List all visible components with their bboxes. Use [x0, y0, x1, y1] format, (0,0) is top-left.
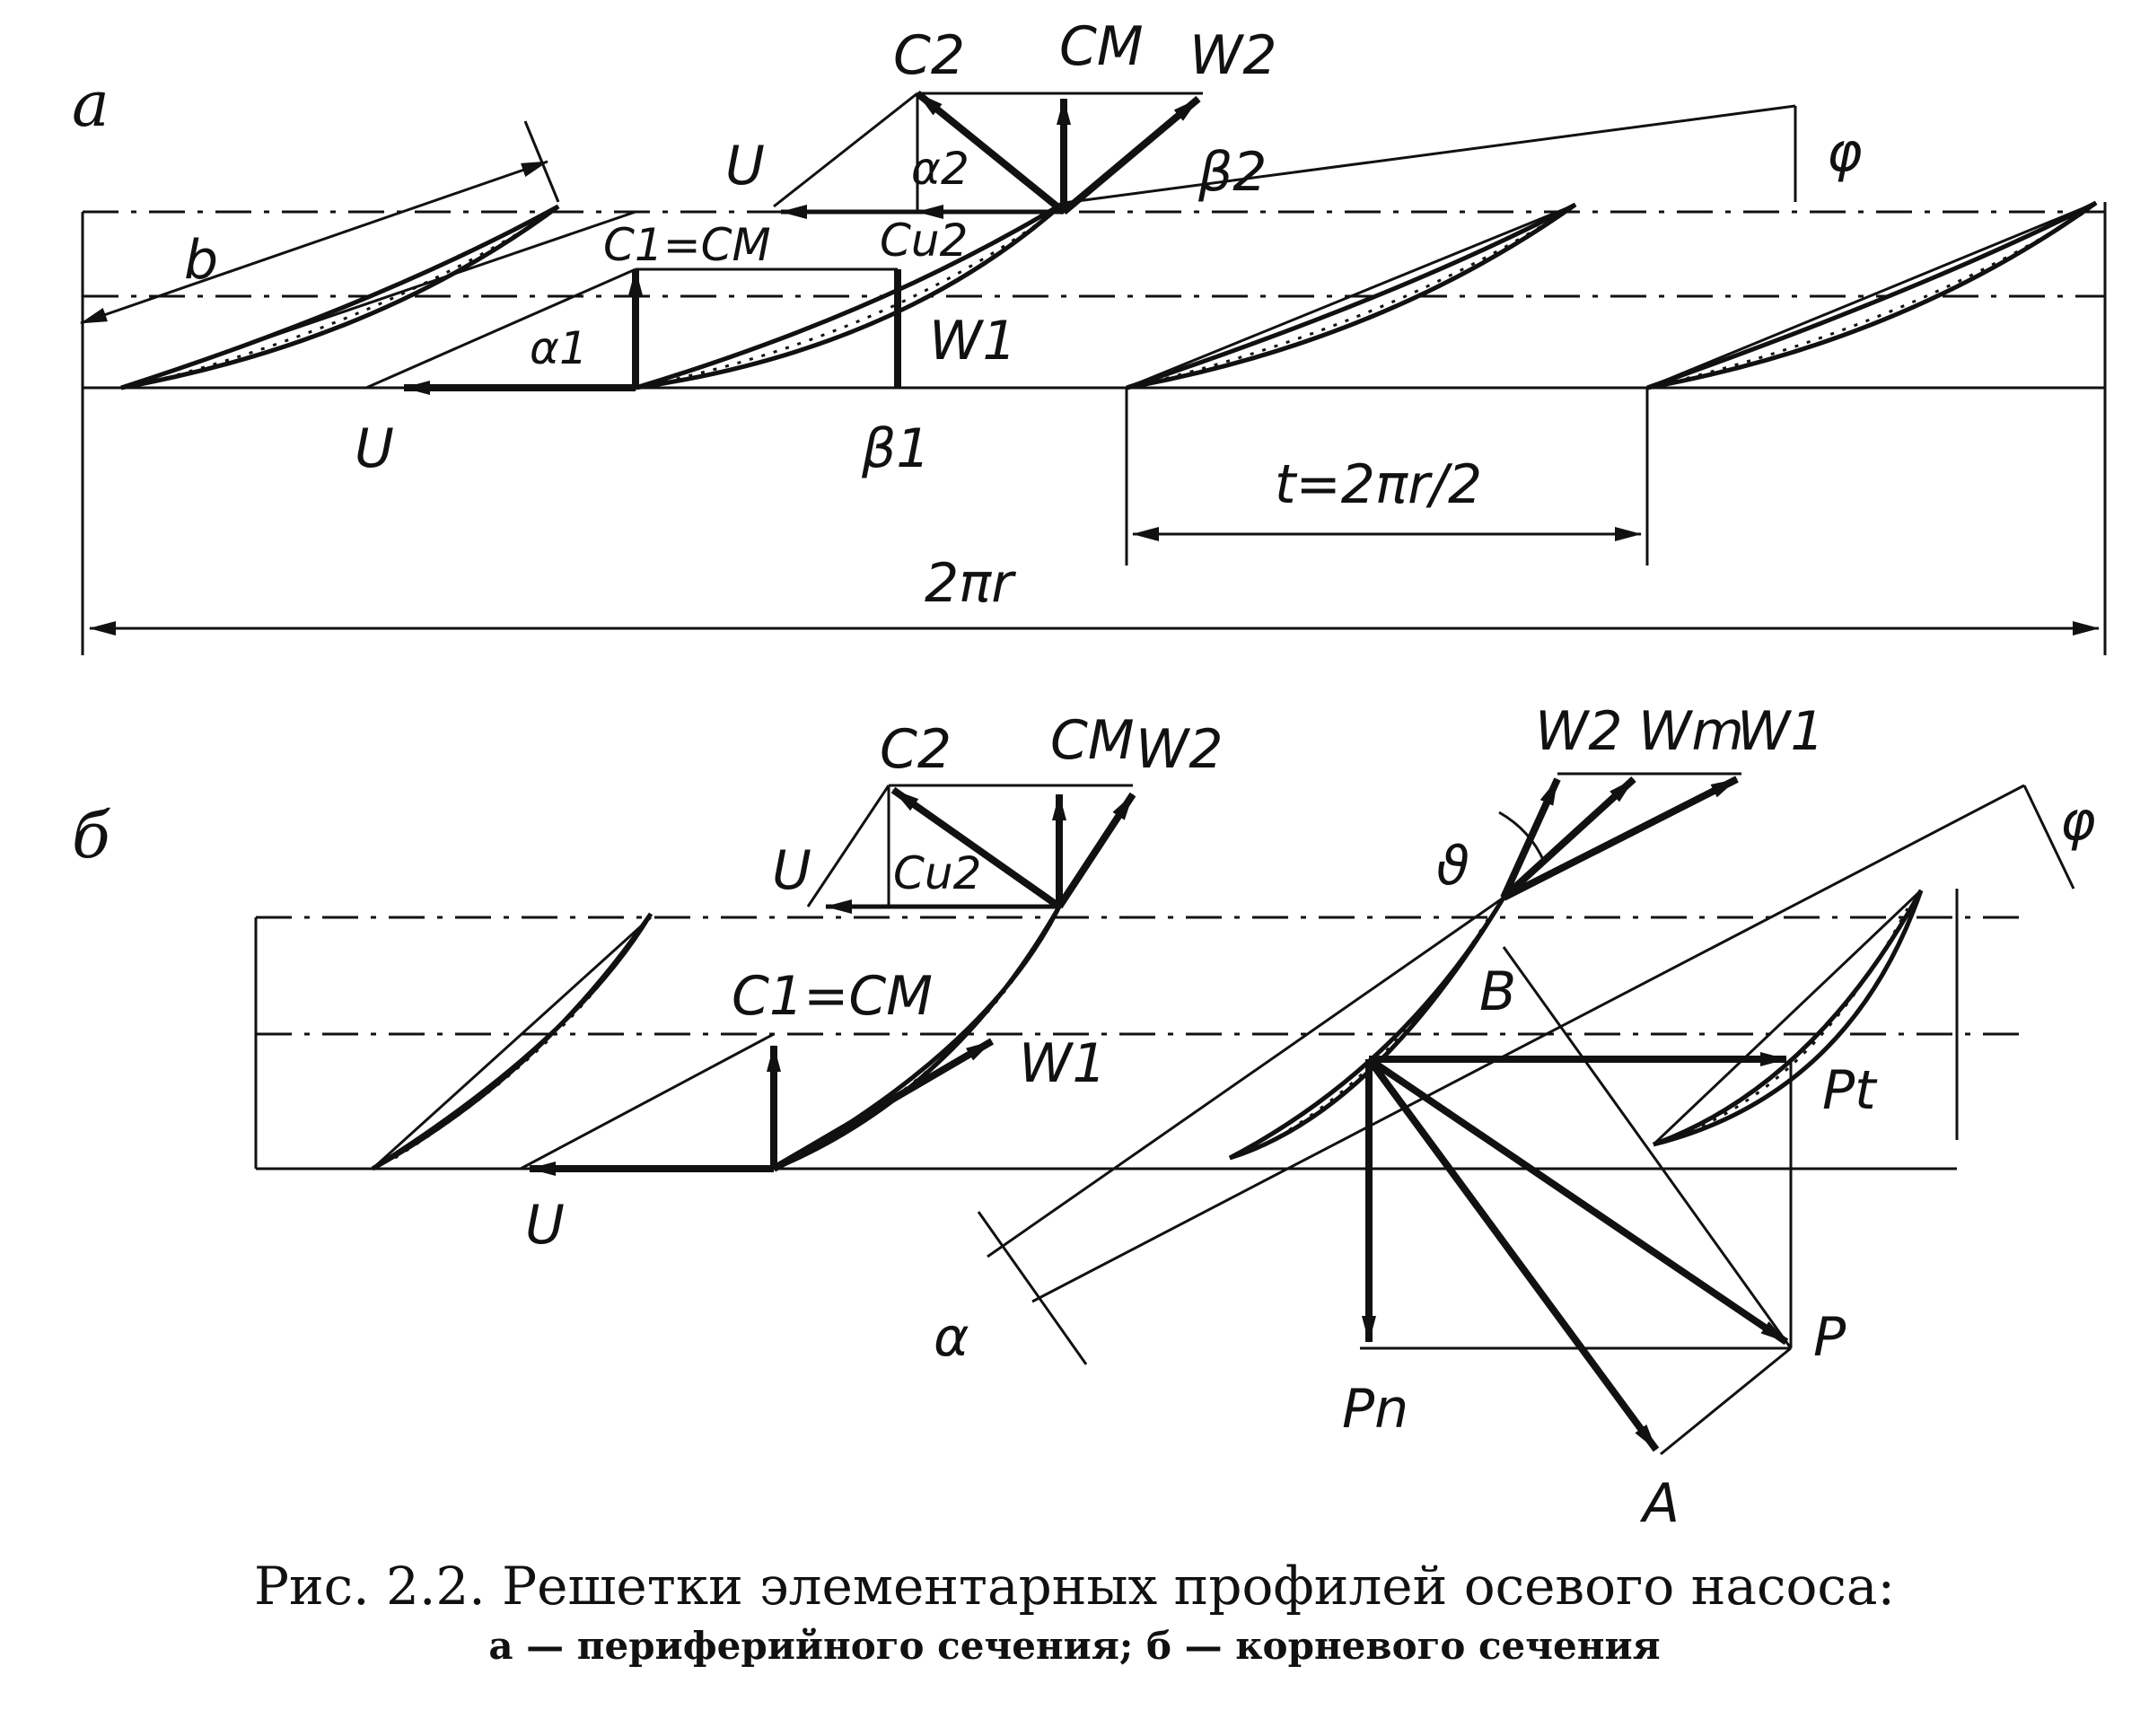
a-w2-vector	[1061, 95, 1201, 215]
caption-subtitle: а — периферийного сечения; б — корневого…	[488, 1624, 1661, 1668]
a-chord-line-3	[1126, 203, 1576, 390]
b-phi-line	[1031, 784, 2025, 1303]
b-label-w1-relative: W1	[1737, 700, 1825, 763]
b-label-pn: Pn	[1342, 1378, 1408, 1441]
b-label-alpha: α	[934, 1306, 969, 1369]
a-label-cu2: Cu2	[880, 215, 968, 267]
b-label-w1: W1	[1019, 1032, 1107, 1095]
b-label-a-point: A	[1639, 1472, 1680, 1535]
a-label-w1: W1	[929, 310, 1017, 373]
b-theta-angle-marker	[1498, 811, 1546, 863]
b-label-w2: W2	[1136, 718, 1224, 781]
a-label-b: b	[184, 229, 218, 292]
a-label-alpha2: α2	[911, 143, 969, 195]
b-label-c2: C2	[880, 718, 952, 781]
a-label-beta2: β2	[1197, 141, 1267, 204]
b-label-c1-cm: C1=CM	[732, 965, 933, 1028]
a-label-c1-cm: C1=CM	[603, 219, 771, 271]
b-label-b-point: B	[1479, 960, 1516, 1023]
panel-b-letter: б	[72, 799, 110, 872]
a-label-u-bottom: U	[355, 417, 394, 480]
a-label-pitch: t=2πr/2	[1275, 453, 1482, 516]
b-label-wm: Wm	[1638, 700, 1744, 763]
b-blade-2	[772, 905, 1062, 1171]
b-w1-vector	[771, 1038, 995, 1172]
a-c2-vector	[915, 90, 1066, 215]
a-label-phi: φ	[1827, 121, 1863, 184]
b-phi-angle-marker	[2022, 785, 2075, 890]
b-u-outlet-line	[806, 785, 890, 907]
b-p-vector	[1366, 1056, 1789, 1346]
b-label-pt: Pt	[1822, 1059, 1878, 1122]
a-label-w2: W2	[1189, 24, 1277, 87]
a-label-c2: C2	[893, 24, 965, 87]
b-label-theta: ϑ	[1436, 835, 1469, 898]
b-w1-relative-vector	[1502, 776, 1739, 901]
b-blade-1	[371, 912, 653, 1171]
a-label-alpha1: α1	[530, 322, 588, 374]
a-chord-line-2	[365, 267, 636, 390]
figure-caption: Рис. 2.2. Решетки элементарных профилей …	[0, 1553, 2149, 1673]
panel-b: б C1=CM W1	[72, 700, 2096, 1535]
b-chord-line-3	[987, 896, 1504, 1258]
a-u-outlet-line	[773, 92, 918, 208]
b-label-u-top: U	[772, 839, 811, 902]
b-w2-vector	[1056, 792, 1136, 909]
b-label-cu2: Cu2	[893, 847, 981, 899]
caption-title: Рис. 2.2. Решетки элементарных профилей …	[254, 1556, 1895, 1617]
b-c2-vector	[890, 786, 1062, 910]
a-label-circumference: 2πr	[925, 552, 1016, 615]
panel-a-letter: а	[72, 67, 110, 141]
b-chord-line-2	[520, 1032, 775, 1170]
panel-a: а b	[72, 15, 2107, 655]
a-phi-line	[1063, 104, 1796, 205]
a-label-u-top: U	[725, 135, 765, 197]
a-label-beta1: β1	[861, 417, 930, 480]
a-chord-line-4	[1646, 201, 2097, 390]
b-alpha-angle-marker	[977, 1211, 1088, 1365]
b-chord-line-1	[371, 916, 653, 1170]
a-chord-length-tick	[523, 120, 560, 203]
b-wm-vector	[1501, 776, 1636, 900]
b-label-cm: CM	[1050, 709, 1135, 772]
b-a-vector	[1365, 1057, 1660, 1452]
b-force-bp-line	[1502, 946, 1793, 1349]
a-chord-length-arrow	[80, 160, 548, 325]
a-label-cm: CM	[1059, 15, 1144, 78]
b-label-w2-relative: W2	[1535, 700, 1623, 763]
b-label-phi: φ	[2060, 790, 2096, 853]
b-label-u-bottom: U	[525, 1194, 565, 1257]
b-force-pa-line	[1660, 1346, 1792, 1456]
b-chord-line-4	[1652, 889, 1923, 1146]
b-label-p: P	[1813, 1306, 1846, 1369]
